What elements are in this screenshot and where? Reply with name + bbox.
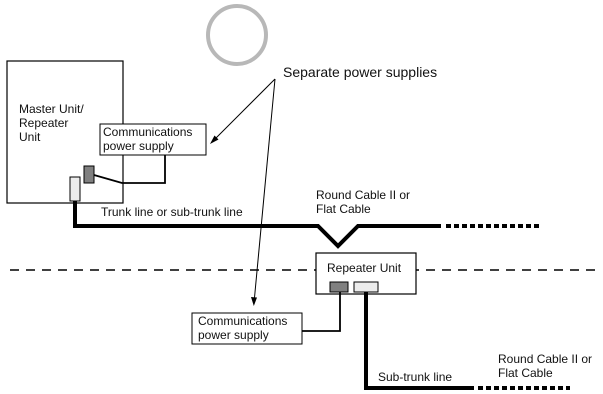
repeater-trunk-connector — [353, 281, 379, 293]
comm-power-supply-bottom-box — [191, 312, 303, 345]
comm-power-supply-top-label: Communications power supply — [103, 125, 196, 153]
decorative-circle — [206, 4, 268, 66]
repeater-power-connector — [329, 281, 349, 293]
arrow-line-top — [211, 78, 276, 143]
separate-power-supplies-label: Separate power supplies — [283, 64, 437, 80]
power-cable-top — [93, 155, 166, 184]
repeater-unit-label: Repeater Unit — [327, 261, 402, 275]
sub-trunk-line-cable — [364, 292, 474, 390]
master-trunk-connector — [69, 176, 81, 202]
comm-power-supply-top-box — [99, 123, 207, 156]
master-power-connector — [83, 165, 95, 184]
arrow-line-bottom — [253, 78, 276, 304]
power-cable-bottom — [302, 292, 341, 332]
comm-power-supply-bottom-label: Communications power supply — [198, 314, 291, 342]
arrowhead-top — [210, 135, 219, 144]
arrowhead-bottom — [251, 297, 257, 306]
sub-trunk-line-label: Sub-trunk line — [378, 370, 452, 384]
trunk-line-cable — [73, 201, 441, 249]
trunk-line-label: Trunk line or sub-trunk line — [101, 205, 243, 219]
cable-type-top-label: Round Cable II or Flat Cable — [316, 188, 413, 216]
cable-type-bottom-label: Round Cable II or Flat Cable — [498, 352, 595, 380]
master-unit-label: Master Unit/ Repeater Unit — [19, 102, 87, 144]
